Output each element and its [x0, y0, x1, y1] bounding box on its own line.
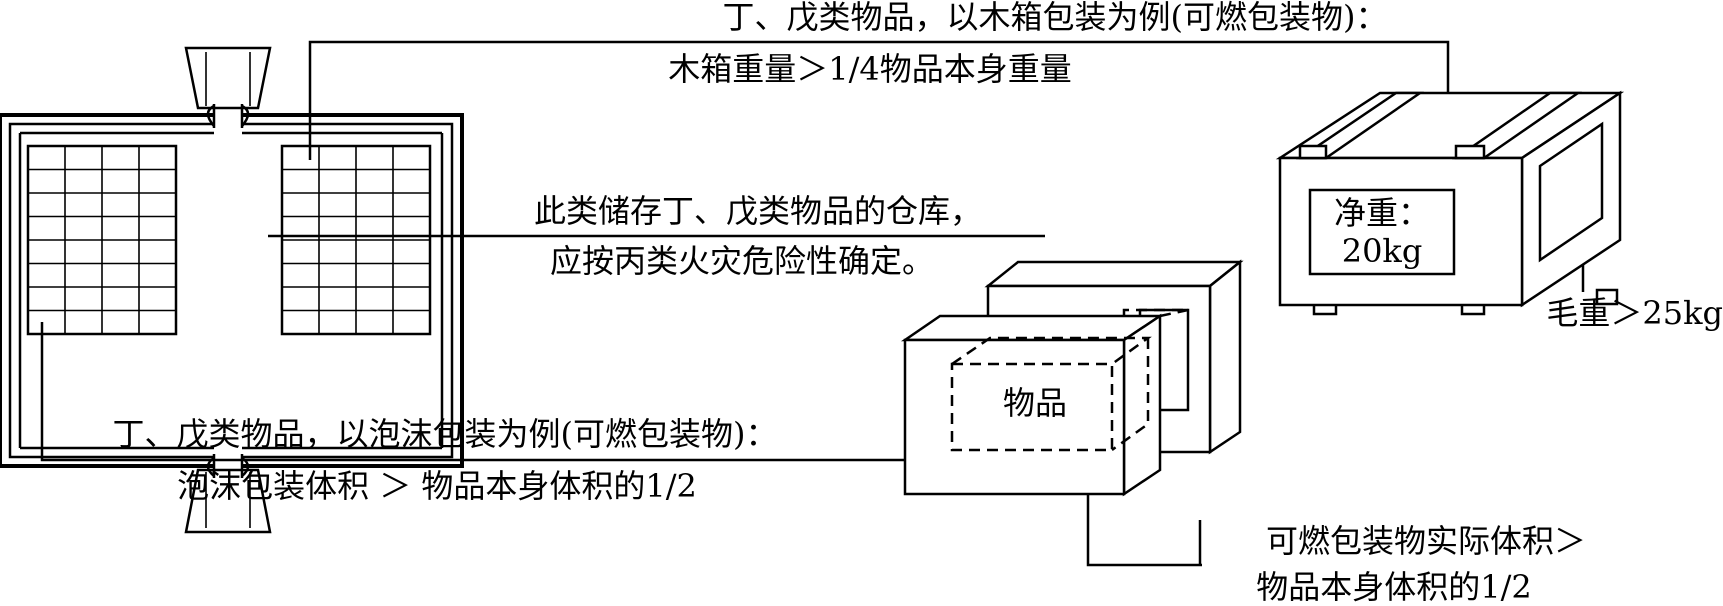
warehouse-text-line1: 此类储存丁、戊类物品的仓库， [534, 192, 982, 230]
wooden-box [1275, 90, 1625, 316]
leader-lines [40, 40, 1585, 567]
net-weight-value: 20kg [1342, 232, 1423, 270]
warehouse-text-line2: 应按丙类火灾危险性确定。 [550, 242, 934, 280]
storage-grid-left [26, 144, 178, 336]
foam-package [900, 259, 1244, 497]
inner-item-outline [950, 362, 1114, 452]
top-door [184, 46, 272, 110]
outer-wall-right [242, 113, 464, 468]
wood-title-text: 丁、戊类物品，以木箱包装为例(可燃包装物)： [723, 0, 1388, 36]
net-weight-label: 净重： [1334, 194, 1430, 232]
gross-weight-text: 毛重＞25kg [1546, 294, 1723, 332]
storage-grid-right [280, 144, 432, 336]
foam-title-text: 丁、戊类物品，以泡沫包装为例(可燃包装物)： [113, 415, 778, 453]
foam-rule-text: 泡沫包装体积 ＞ 物品本身体积的1/2 [177, 467, 697, 505]
net-weight-panel [1308, 188, 1456, 276]
outer-wall-left [0, 113, 214, 468]
packaging-text-line1: 可燃包装物实际体积＞ [1266, 522, 1586, 560]
wood-rule-text: 木箱重量＞1/4物品本身重量 [668, 50, 1072, 88]
item-label: 物品 [1003, 384, 1067, 422]
packaging-text-line2: 物品本身体积的1/2 [1256, 568, 1532, 606]
warehouse-plan [0, 46, 464, 534]
bottom-door [184, 468, 272, 534]
